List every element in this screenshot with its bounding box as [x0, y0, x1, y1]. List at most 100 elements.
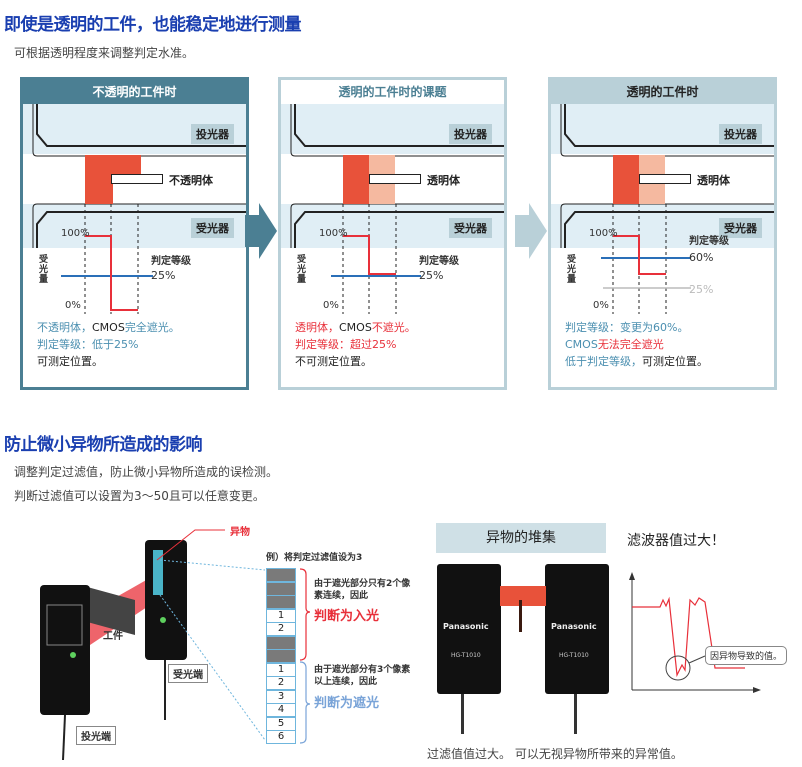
workpiece-label: 不透明体	[169, 174, 213, 187]
signal-chart	[61, 204, 153, 314]
panel-2: 透明的工件时的课题 投光器 透明体 受光器 100% 0% 受光量 判定等级	[278, 77, 507, 390]
threshold-title: 判定等级	[151, 256, 191, 267]
beam	[500, 586, 546, 606]
work-label: 工件	[103, 631, 123, 642]
model-label: HG-T1010	[559, 652, 589, 659]
cable	[461, 694, 464, 734]
section2-title: 防止微小异物所造成的影响	[4, 435, 203, 455]
cable	[574, 694, 577, 734]
group2-desc: 由于遮光部分有3个像素以上连续，因此	[314, 665, 411, 687]
panel-1: 不透明的工件时 投光器 不透明体 受光器 100% 0% 受光量 判定等级	[20, 77, 249, 390]
sensor-right: Panasonic HG-T1010	[545, 564, 609, 694]
signal-line	[85, 235, 138, 311]
filter-graph	[629, 572, 761, 693]
old-threshold-value: 25%	[689, 283, 714, 296]
note-text: 透明体，	[295, 321, 339, 334]
receiver-label: 受光器	[191, 218, 234, 238]
note-line: 不可测定位置。	[295, 354, 372, 370]
note-text: 不可测定位置。	[295, 355, 372, 368]
note-text: 可测定位置。	[642, 355, 708, 368]
workpiece-label: 透明体	[427, 174, 460, 187]
note-text: 判定等级：超过25%	[295, 338, 397, 351]
pileup-title: 异物的堆集	[436, 523, 606, 553]
pixel-cell: 1	[266, 608, 296, 623]
pixel-cell: 3	[266, 689, 296, 704]
note-line: 可测定位置。	[37, 354, 103, 370]
anomaly-circle	[665, 655, 691, 681]
emitter-label: 投光器	[449, 124, 492, 144]
pixel-cell: 1	[266, 662, 296, 677]
workpiece	[369, 174, 421, 184]
panel-header: 不透明的工件时	[23, 80, 246, 104]
y-top-label: 100%	[61, 228, 90, 239]
y-top-label: 100%	[589, 228, 618, 239]
sensor-illustration	[40, 529, 265, 760]
pixel-cell	[266, 568, 296, 582]
signal-line	[343, 235, 396, 275]
workpiece-label: 透明体	[697, 174, 730, 187]
brand-label: Panasonic	[443, 622, 489, 631]
threshold-title: 判定等级	[419, 256, 459, 267]
y-bottom-label: 0%	[323, 300, 339, 311]
receiver-outline	[560, 204, 774, 248]
brand-label: Panasonic	[551, 622, 597, 631]
arrow-right-icon	[245, 203, 277, 259]
pixel-cell: 5	[266, 716, 296, 731]
receiver-end-label: 受光端	[168, 664, 208, 683]
emitter-label: 投光器	[191, 124, 234, 144]
receiver-label: 受光器	[449, 218, 492, 238]
caption: 过滤值值过大。 可以无视异物所带来的异常值。	[427, 747, 683, 761]
note-line: 判定等级：超过25%	[295, 337, 396, 353]
foreign-object-label: 异物	[230, 527, 250, 538]
note-text: CMOS	[92, 321, 125, 334]
y-bottom-label: 0%	[65, 300, 81, 311]
y-top-label: 100%	[319, 228, 348, 239]
y-axis-label: 受光量	[567, 255, 577, 285]
pixel-cell	[266, 649, 296, 663]
arrow-right-icon	[515, 203, 547, 259]
note-text: 不遮光。	[371, 321, 416, 334]
note-text: CMOS	[565, 338, 598, 351]
note-text: 完全遮光。	[124, 321, 180, 334]
section1-title: 即使是透明的工件，也能稳定地进行测量	[4, 15, 302, 35]
filter-graph-title: 滤波器值过大！	[627, 533, 725, 549]
group1-result: 判断为入光	[314, 609, 380, 624]
note-line: CMOS无法完全遮光	[565, 337, 664, 353]
bracket-blue	[299, 661, 311, 744]
workpiece	[111, 174, 163, 184]
foreign-object	[519, 600, 522, 632]
workpiece	[639, 174, 691, 184]
signal-line	[632, 596, 745, 678]
filter-callout: 因异物导致的值。	[705, 646, 788, 665]
section1-subtitle: 可根据透明程度来调整判定水准。	[14, 46, 195, 60]
pixel-cell: 2	[266, 622, 296, 636]
light-beam	[85, 155, 113, 205]
pixel-cell: 2	[266, 676, 296, 690]
emitter-label: 投光器	[719, 124, 762, 144]
pixel-cell: 6	[266, 730, 296, 744]
model-label: HG-T1010	[451, 652, 481, 659]
pixel-cell	[266, 635, 296, 650]
threshold-title: 判定等级	[689, 236, 729, 247]
section2-line-2: 判断过滤值可以设置为3～50且可以任意变更。	[14, 489, 265, 503]
threshold-value: 25%	[151, 269, 176, 282]
pixel-cell: 4	[266, 703, 296, 717]
pixel-cell	[266, 595, 296, 609]
receiver-outline	[290, 204, 504, 248]
note-line: 透明体，CMOS不遮光。	[295, 320, 416, 336]
note-text: 不透明体，	[37, 321, 92, 334]
note-text: 判定等级：变更为60%。	[565, 321, 689, 334]
note-text: 可测定位置。	[37, 355, 103, 368]
section2-line-1: 调整判定过滤值，防止微小异物所造成的误检测。	[14, 465, 279, 479]
y-axis-label: 受光量	[39, 255, 49, 285]
group2-result: 判断为遮光	[314, 696, 380, 711]
pixel-cell	[266, 581, 296, 596]
emitter-end-label: 投光端	[76, 726, 116, 745]
note-text: 无法完全遮光	[597, 338, 664, 351]
bracket-red	[299, 568, 311, 661]
signal-chart	[601, 204, 691, 314]
panel-header: 透明的工件时	[551, 80, 774, 104]
panel-header: 透明的工件时的课题	[281, 80, 504, 104]
note-line: 不透明体，CMOS完全遮光。	[37, 320, 180, 336]
y-axis-label: 受光量	[297, 255, 307, 285]
